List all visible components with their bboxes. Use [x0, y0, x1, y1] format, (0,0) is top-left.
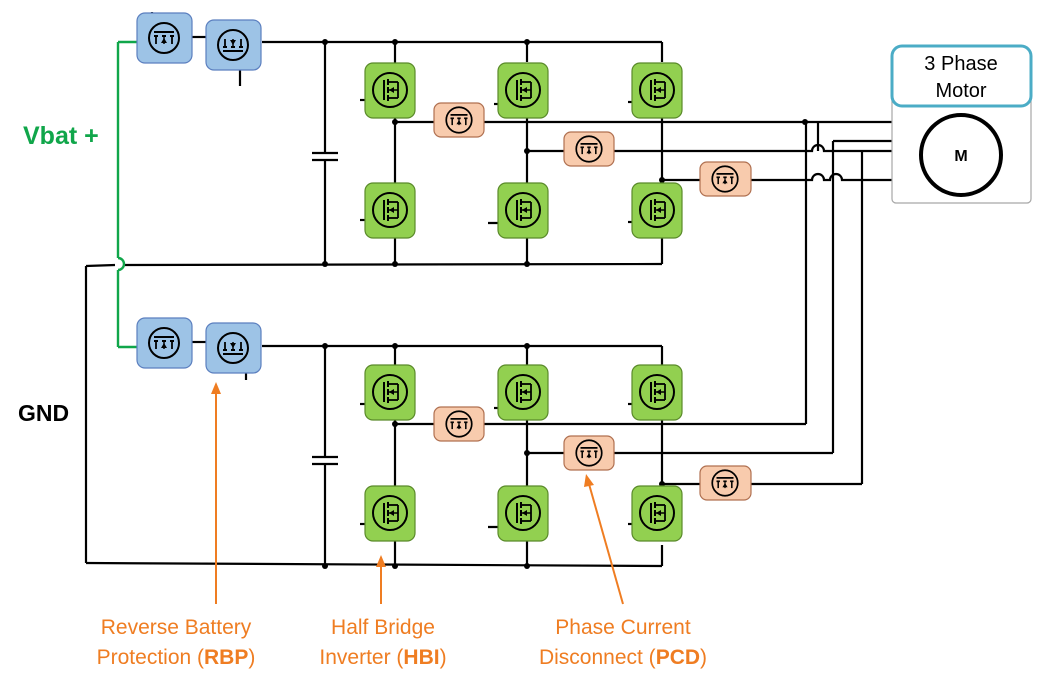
pcd-mosfets — [433, 102, 752, 501]
motor-title-line1: 3 Phase — [924, 53, 997, 75]
rbp-mosfet-top-1 — [136, 12, 193, 64]
caption-rbp: Reverse Battery Protection (RBP) — [97, 616, 256, 669]
gnd-label: GND — [18, 400, 69, 426]
motor-title-line2: Motor — [935, 80, 986, 102]
caption-pcd: Phase Current Disconnect (PCD) — [539, 616, 707, 669]
motor-icon — [919, 113, 1003, 197]
caption-rbp-line2: Protection (RBP) — [97, 646, 256, 669]
junction-dots — [322, 39, 808, 569]
caption-pcd-line1: Phase Current — [555, 616, 691, 639]
caption-hbi: Half Bridge Inverter (HBI) — [319, 616, 446, 669]
vbat-wire — [116, 40, 147, 349]
motor-block: 3 Phase Motor M — [890, 44, 1033, 204]
caption-hbi-line1: Half Bridge — [331, 616, 435, 639]
annotation-arrows — [211, 382, 624, 605]
caption-rbp-line1: Reverse Battery — [101, 616, 252, 639]
hbi-mosfets — [364, 62, 683, 542]
caption-hbi-line2: Inverter (HBI) — [319, 646, 446, 669]
motor-symbol: M — [954, 148, 967, 165]
caption-pcd-line2: Disconnect (PCD) — [539, 646, 707, 669]
rbp-mosfet-bottom-2 — [205, 322, 262, 374]
rbp-mosfet-top-2 — [205, 19, 262, 71]
rbp-mosfet-bottom-1 — [136, 317, 193, 369]
wiring — [84, 12, 893, 568]
vbat-label: Vbat + — [23, 122, 99, 150]
